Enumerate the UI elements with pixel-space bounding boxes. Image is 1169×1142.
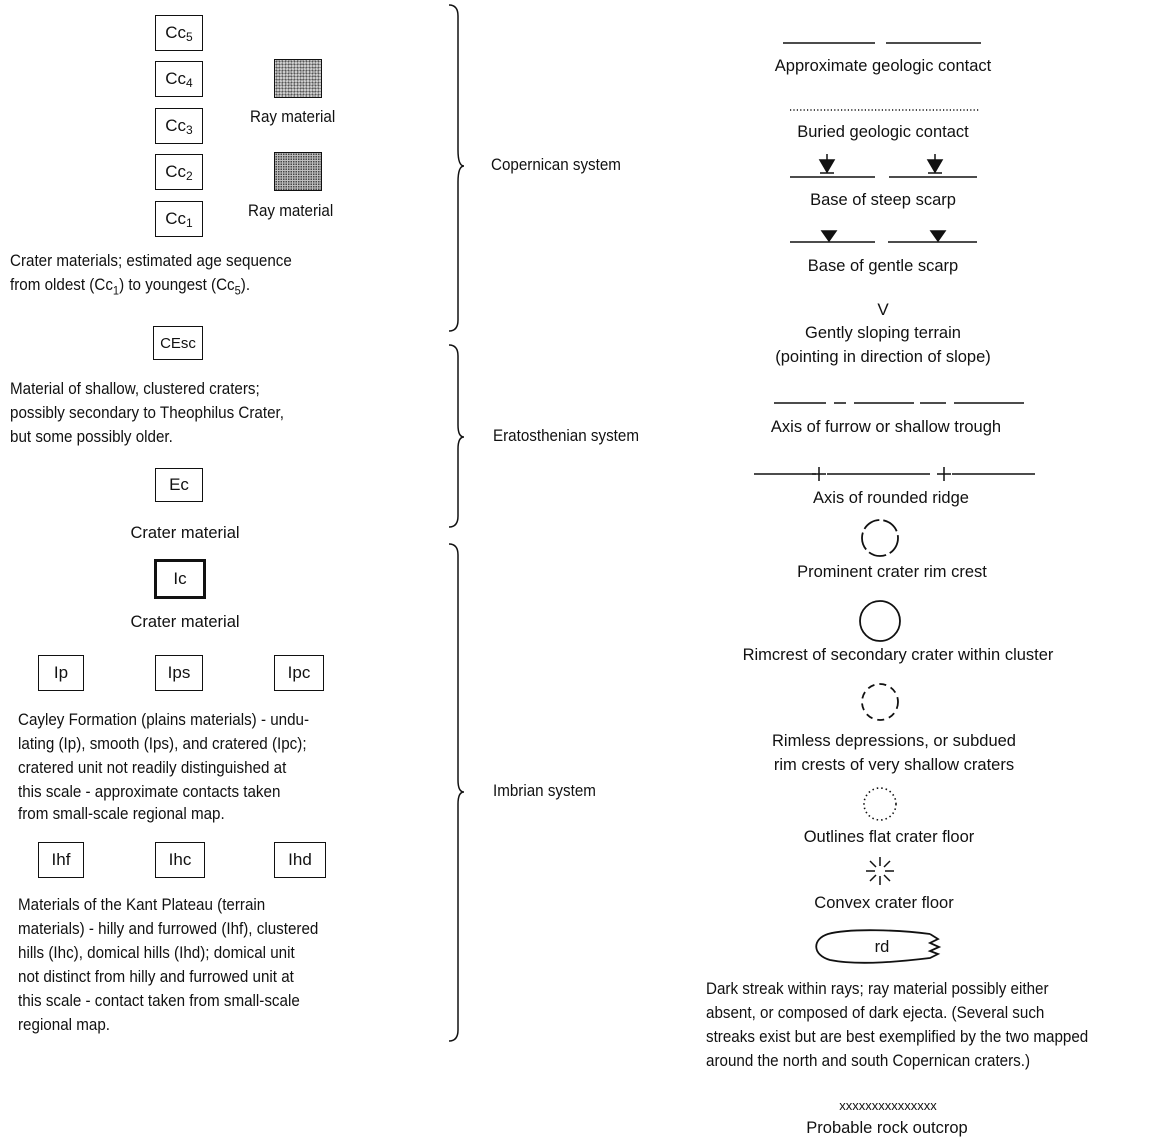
cayley-desc-line3: cratered unit not readily distinguished … bbox=[18, 759, 287, 777]
cayley-desc-line4: this scale - approximate contacts taken bbox=[18, 783, 281, 801]
rimless-label-2: rim crests of very shallow craters bbox=[773, 756, 1015, 774]
unit-box-ips: Ips bbox=[155, 655, 203, 691]
unit-label: Ips bbox=[167, 663, 191, 682]
dark-streak-desc-line3: streaks exist but are best exemplified b… bbox=[706, 1028, 1089, 1046]
unit-box-ihf: Ihf bbox=[38, 842, 84, 878]
desc-subscript: 5 bbox=[234, 283, 241, 298]
unit-label: Cc bbox=[165, 209, 187, 228]
unit-box-ec: Ec bbox=[155, 468, 203, 502]
approximate-contact-label: Approximate geologic contact bbox=[774, 57, 992, 75]
unit-box-cesc: CEsc bbox=[153, 326, 203, 360]
flat-floor-symbol bbox=[863, 787, 897, 821]
unit-subscript: 2 bbox=[186, 169, 193, 183]
furrow-axis-label: Axis of furrow or shallow trough bbox=[770, 418, 1002, 436]
unit-label: CEsc bbox=[160, 334, 196, 352]
rock-outcrop-glyph: xxxxxxxxxxxxxxx bbox=[839, 1098, 937, 1113]
ray-material-swatch-speckled bbox=[274, 59, 322, 98]
convex-floor-symbol bbox=[866, 857, 894, 885]
unit-label: Ip bbox=[53, 663, 69, 682]
desc-part: ) to youngest (Cc bbox=[119, 276, 235, 294]
rimless-label-1: Rimless depressions, or subdued bbox=[772, 732, 1016, 750]
gentle-scarp-label: Base of gentle scarp bbox=[807, 257, 959, 275]
desc-part: ). bbox=[240, 276, 251, 294]
cayley-desc-line5: from small-scale regional map. bbox=[18, 805, 225, 823]
unit-subscript: 1 bbox=[186, 216, 193, 230]
secondary-rimcrest-symbol bbox=[859, 600, 901, 642]
prominent-rim-crest-symbol bbox=[861, 519, 899, 557]
flat-floor-label: Outlines flat crater floor bbox=[803, 828, 975, 846]
cesc-desc-line2: possibly secondary to Theophilus Crater, bbox=[10, 404, 284, 422]
rock-outcrop-label: Probable rock outcrop bbox=[806, 1119, 968, 1137]
ray-material-label-1: Ray material bbox=[250, 108, 336, 126]
unit-box-ihd: Ihd bbox=[274, 842, 326, 878]
rd-label: rd bbox=[874, 938, 890, 956]
dark-streak-desc-line2: absent, or composed of dark ejecta. (Sev… bbox=[706, 1004, 1045, 1022]
unit-box-ip: Ip bbox=[38, 655, 84, 691]
kant-desc-line6: regional map. bbox=[18, 1016, 110, 1034]
prominent-rim-label: Prominent crater rim crest bbox=[797, 563, 987, 581]
imbrian-system-label: Imbrian system bbox=[493, 782, 596, 800]
unit-label: Cc bbox=[165, 23, 187, 42]
kant-desc-line4: not distinct from hilly and furrowed uni… bbox=[18, 968, 294, 986]
crater-materials-desc-line2: from oldest (Cc1) to youngest (Cc5). bbox=[10, 274, 250, 301]
cayley-desc-line2: lating (Ip), smooth (Ips), and cratered … bbox=[18, 735, 307, 753]
rimless-depression-symbol bbox=[861, 683, 899, 721]
unit-label: Cc bbox=[165, 69, 187, 88]
desc-part: from oldest (Cc bbox=[10, 276, 113, 294]
cesc-desc-line3: but some possibly older. bbox=[10, 428, 173, 446]
cayley-desc-line1: Cayley Formation (plains materials) - un… bbox=[18, 711, 310, 729]
unit-subscript: 4 bbox=[186, 76, 193, 90]
dark-streak-symbol bbox=[815, 929, 942, 964]
steep-scarp-label: Base of steep scarp bbox=[810, 191, 956, 209]
unit-subscript: 3 bbox=[186, 123, 193, 137]
unit-label: Ec bbox=[169, 475, 189, 494]
desc-subscript: 1 bbox=[112, 283, 120, 298]
unit-box-ipc: Ipc bbox=[274, 655, 324, 691]
unit-box-ic: Ic bbox=[154, 559, 206, 599]
convex-floor-label: Convex crater floor bbox=[814, 894, 954, 912]
dark-streak-desc-line1: Dark streak within rays; ray material po… bbox=[706, 980, 1049, 998]
sloping-terrain-label-2: (pointing in direction of slope) bbox=[775, 348, 991, 366]
unit-label: Ipc bbox=[287, 663, 311, 682]
ec-desc: Crater material bbox=[130, 524, 240, 542]
unit-label: Ihd bbox=[288, 850, 312, 869]
imbrian-brace bbox=[448, 543, 465, 1042]
unit-label: Ic bbox=[173, 569, 187, 588]
ic-desc: Crater material bbox=[130, 613, 240, 631]
unit-label: Ihf bbox=[51, 850, 71, 869]
eratosthenian-brace bbox=[448, 344, 465, 528]
kant-desc-line2: materials) - hilly and furrowed (Ihf), c… bbox=[18, 920, 319, 938]
secondary-rimcrest-label: Rimcrest of secondary crater within clus… bbox=[742, 646, 1054, 664]
unit-box-ihc: Ihc bbox=[155, 842, 205, 878]
gentle-scarp-symbol bbox=[790, 230, 977, 243]
ray-material-label-2: Ray material bbox=[248, 202, 334, 220]
dark-streak-desc-line4: around the north and south Copernican cr… bbox=[706, 1052, 1031, 1070]
kant-desc-line3: hills (Ihc), domical hills (Ihd); domica… bbox=[18, 944, 295, 962]
buried-contact-label: Buried geologic contact bbox=[797, 123, 969, 141]
copernican-system-label: Copernican system bbox=[491, 156, 621, 174]
sloping-terrain-label-1: Gently sloping terrain bbox=[805, 324, 961, 342]
ridge-axis-label: Axis of rounded ridge bbox=[813, 489, 969, 507]
cesc-desc-line1: Material of shallow, clustered craters; bbox=[10, 380, 260, 398]
unit-subscript: 5 bbox=[186, 30, 193, 44]
copernican-brace bbox=[448, 4, 465, 332]
unit-label: Cc bbox=[165, 116, 187, 135]
unit-label: Ihc bbox=[168, 850, 192, 869]
crater-materials-desc-line1: Crater materials; estimated age sequence bbox=[10, 252, 292, 270]
sloping-terrain-glyph: V bbox=[877, 300, 889, 319]
ray-material-swatch-stippled bbox=[274, 152, 322, 191]
ridge-axis-symbol bbox=[754, 467, 1035, 481]
unit-label: Cc bbox=[165, 162, 187, 181]
kant-desc-line1: Materials of the Kant Plateau (terrain bbox=[18, 896, 266, 914]
steep-scarp-symbol bbox=[790, 154, 977, 178]
eratosthenian-system-label: Eratosthenian system bbox=[493, 427, 639, 445]
kant-desc-line5: this scale - contact taken from small-sc… bbox=[18, 992, 300, 1010]
